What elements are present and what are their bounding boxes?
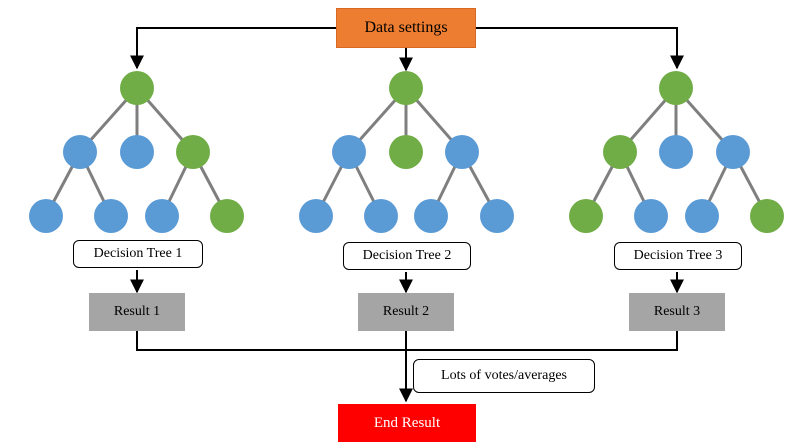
tree-1-leaf-node-3 — [145, 199, 179, 233]
result-3-box: Result 3 — [629, 293, 725, 331]
end-result-box: End Result — [338, 404, 476, 442]
tree-1-level1-node-1 — [63, 135, 97, 169]
tree-1-leaf-node-1 — [29, 199, 63, 233]
tree-1-label: Decision Tree 1 — [73, 240, 203, 268]
tree-3-leaf-node-4 — [750, 199, 784, 233]
arrow-settings-to-tree-1 — [130, 27, 336, 70]
tree-1-level1-node-2 — [120, 135, 154, 169]
tree-1-root-node — [120, 71, 154, 105]
tree-3-root-node — [659, 71, 693, 105]
tree-1-leaf-node-4 — [210, 199, 244, 233]
tree-3-leaf-node-2 — [634, 199, 668, 233]
data-settings-box: Data settings — [336, 8, 476, 48]
votes-averages-box: Lots of votes/averages — [413, 359, 595, 393]
arrow-settings-to-tree-3 — [476, 27, 684, 70]
tree-2-leaf-node-1 — [299, 199, 333, 233]
tree-3-level1-node-1 — [603, 135, 637, 169]
tree-3-leaf-node-3 — [685, 199, 719, 233]
tree-3-label: Decision Tree 3 — [614, 242, 742, 270]
tree-3-leaf-node-1 — [569, 199, 603, 233]
tree-2-label: Decision Tree 2 — [343, 242, 471, 270]
result-2-box: Result 2 — [358, 293, 454, 331]
tree-2-leaf-node-2 — [364, 199, 398, 233]
tree-1-leaf-node-2 — [94, 199, 128, 233]
tree-2-root-node — [389, 71, 423, 105]
tree-2-level1-node-3 — [445, 135, 479, 169]
result-1-box: Result 1 — [89, 293, 185, 331]
tree-2-level1-node-2 — [389, 135, 423, 169]
tree-3-level1-node-3 — [716, 135, 750, 169]
tree-2-leaf-node-4 — [480, 199, 514, 233]
tree-3-level1-node-2 — [659, 135, 693, 169]
tree-2-leaf-node-3 — [414, 199, 448, 233]
tree-2-level1-node-1 — [332, 135, 366, 169]
tree-1-level1-node-3 — [176, 135, 210, 169]
